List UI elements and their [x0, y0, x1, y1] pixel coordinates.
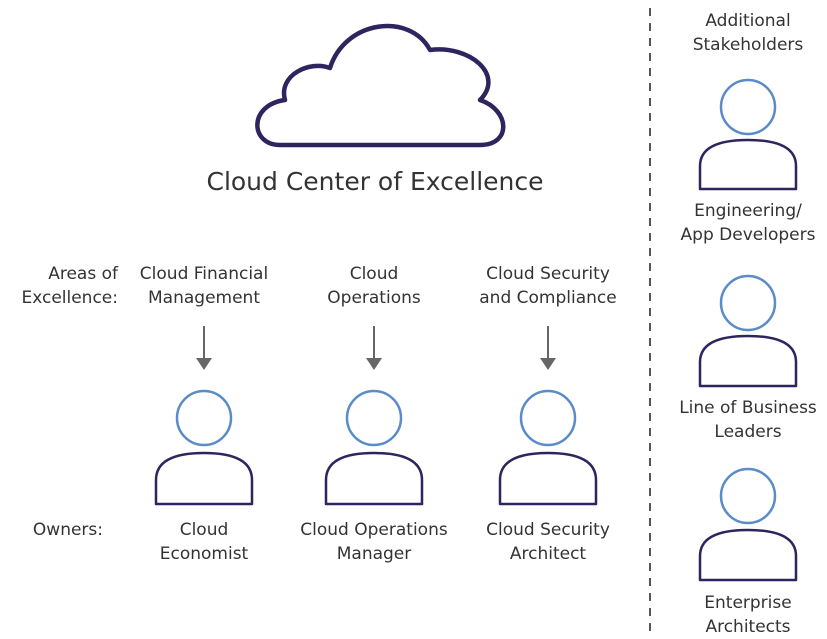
area-cloud-financial-management: Cloud Financial Management — [139, 264, 269, 308]
arrow-financial — [196, 326, 212, 370]
owner-cloud-security-architect: Cloud Security Architect — [486, 520, 610, 564]
stakeholder-engineering: Engineering/ App Developers — [680, 201, 816, 245]
stakeholder-enterprise-architects: Enterprise Architects — [704, 593, 792, 637]
person-icon-enterprise-architects — [698, 467, 798, 582]
arrow-security — [540, 326, 556, 370]
person-icon-operations-manager — [324, 389, 424, 506]
area-cloud-operations: Cloud Operations — [327, 264, 421, 308]
additional-stakeholders-title: Additional Stakeholders — [692, 11, 804, 55]
person-icon-security-architect — [498, 389, 598, 506]
areas-of-excellence-label: Areas of Excellence: — [21, 264, 118, 308]
person-icon-business-leaders — [698, 274, 798, 388]
cloud-icon — [255, 23, 506, 148]
person-icon-economist — [154, 389, 254, 506]
arrow-operations — [366, 326, 382, 370]
stakeholder-business-leaders: Line of Business Leaders — [679, 398, 817, 442]
area-cloud-security-compliance: Cloud Security and Compliance — [479, 264, 617, 308]
diagram-title: Cloud Center of Excellence — [206, 167, 544, 196]
owner-cloud-operations-manager: Cloud Operations Manager — [300, 520, 448, 564]
owners-label: Owners: — [32, 520, 103, 540]
person-icon-engineering — [698, 78, 798, 191]
owner-cloud-economist: Cloud Economist — [159, 520, 249, 564]
